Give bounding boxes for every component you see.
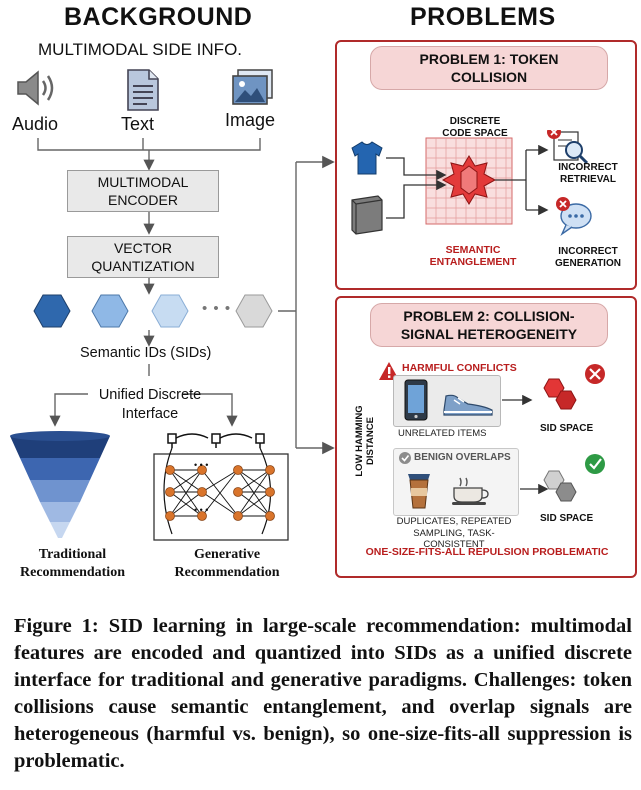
duplicates-line2: SAMPLING, TASK-CONSISTENT — [413, 527, 495, 551]
incorrect-generation-icon — [556, 197, 592, 237]
vector-quantization-box: VECTOR QUANTIZATION — [67, 236, 219, 278]
generative-line2: Recommendation — [174, 565, 280, 580]
network-ellipsis-bottom: • • • — [194, 505, 209, 515]
side-info-title: MULTIMODAL SIDE INFO. — [38, 40, 243, 59]
interface-line1: Unified Discrete — [98, 387, 202, 403]
modality-label-image: Image — [225, 110, 276, 130]
problem1-title-line1: PROBLEM 1: TOKEN — [419, 51, 559, 67]
overlap-icon — [399, 452, 411, 464]
harmful-sid-hexagon-1 — [543, 378, 565, 398]
problem1-title: PROBLEM 1: TOKEN COLLISION — [370, 46, 608, 90]
generation-line2: GENERATION — [555, 258, 621, 269]
traditional-line2: Recommendation — [20, 565, 125, 580]
benign-sid-hexagon-1 — [543, 470, 565, 490]
semantic-ids-label: Semantic IDs (SIDs) — [80, 345, 212, 361]
problem2-title-line2: SIGNAL HETEROGENEITY — [400, 326, 578, 342]
generative-line1: Generative — [193, 547, 261, 562]
entangle-line2: ENTANGLEMENT — [429, 256, 517, 268]
interface-line2: Interface — [121, 406, 179, 422]
book-icon — [351, 195, 383, 235]
generative-network — [153, 433, 289, 541]
modality-label-audio: Audio — [12, 114, 59, 134]
sid-hexagon-mid — [91, 294, 129, 328]
unrelated-items-label: UNRELATED ITEMS — [398, 428, 487, 439]
document-icon — [127, 69, 159, 111]
figure-caption: Figure 1: SID learning in large-scale re… — [14, 615, 632, 772]
encoder-line1: MULTIMODAL — [97, 174, 189, 190]
encoder-line2: ENCODER — [107, 192, 178, 208]
shirt-icon — [351, 141, 383, 175]
collision-diagram — [351, 130, 592, 237]
problems-title: PROBLEMS — [410, 3, 556, 31]
coffee-cup-icon — [408, 474, 430, 509]
sid-space-label-1: SID SPACE — [540, 423, 594, 434]
background-title: BACKGROUND — [64, 3, 253, 31]
axis-line2: DISTANCE — [365, 417, 376, 465]
sid-hexagon-dark — [33, 294, 71, 328]
benign-sid-hexagon-2 — [555, 482, 577, 502]
one-size-fits-all-label: ONE-SIZE-FITS-ALL REPULSION PROBLEMATIC — [365, 546, 609, 558]
problem1-title-line2: COLLISION — [450, 69, 528, 85]
vq-line2: QUANTIZATION — [91, 258, 195, 274]
duplicates-line1: DUPLICATES, REPEATED — [396, 516, 512, 527]
axis-line1: LOW HAMMING — [354, 405, 365, 477]
token-icons — [167, 433, 265, 448]
bridge-arrows — [278, 155, 335, 455]
network-ellipsis-top: • • • — [194, 460, 209, 470]
benign-overlaps-label: BENIGN OVERLAPS — [414, 452, 511, 463]
traditional-line1: Traditional — [38, 547, 107, 562]
sid-hexagon-gray — [235, 294, 273, 328]
incorrect-retrieval-icon — [547, 130, 589, 165]
multimodal-encoder-box: MULTIMODAL ENCODER — [67, 170, 219, 212]
speaker-icon — [17, 70, 54, 106]
background-connectors — [37, 138, 261, 427]
problem2-title: PROBLEM 2: COLLISION- SIGNAL HETEROGENEIT… — [370, 303, 608, 347]
code-space-line1: DISCRETE — [449, 116, 501, 127]
sid-hexagons — [33, 294, 273, 328]
generation-line1: INCORRECT — [558, 246, 618, 257]
problem2-title-line1: PROBLEM 2: COLLISION- — [403, 308, 575, 324]
shoe-icon — [443, 394, 493, 416]
benign-check-icon — [585, 454, 605, 474]
entangle-line1: SEMANTIC — [445, 244, 501, 256]
retrieval-line1: INCORRECT — [558, 162, 618, 173]
phone-icon — [404, 379, 428, 421]
harmful-conflicts-label: HARMFUL CONFLICTS — [402, 362, 517, 374]
sid-space-label-2: SID SPACE — [540, 513, 594, 524]
image-icon — [232, 69, 273, 105]
coffee-mug-icon — [452, 477, 489, 505]
modality-label-text: Text — [121, 114, 155, 134]
sid-hexagon-light — [151, 294, 189, 328]
vq-line1: VECTOR — [113, 240, 173, 256]
code-space-line2: CODE SPACE — [442, 128, 508, 139]
funnel-icon — [10, 431, 110, 538]
sid-space-diagram — [502, 364, 605, 502]
retrieval-line2: RETRIEVAL — [560, 174, 616, 185]
sid-ellipsis: • • • — [202, 300, 232, 317]
harmful-sid-hexagon-2 — [555, 390, 577, 410]
